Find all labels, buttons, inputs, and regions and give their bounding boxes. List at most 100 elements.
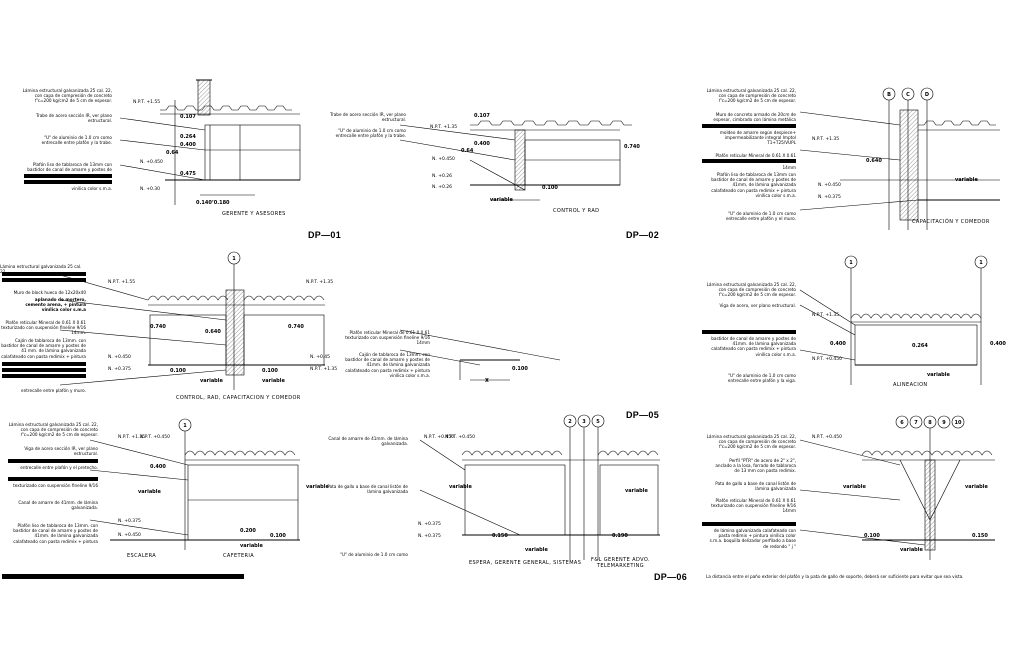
level-label: N. +0.450 <box>432 156 455 162</box>
axis-bubble-label: 2 <box>568 419 572 425</box>
redacted-bar <box>702 159 796 163</box>
axis-bubble-label: C <box>906 92 910 98</box>
note-9: Muro de concreto armado de 20cm de espes… <box>713 112 796 123</box>
level-label: N.P.T. +1.35 <box>812 312 839 318</box>
sheet-title-dp05: DP—05 <box>626 410 660 420</box>
note-16: Muro de block hueco de 12x20x40 <box>13 290 86 295</box>
axis-bubble-label: 9 <box>942 420 946 426</box>
level-label: N.P.T. +1.35 <box>118 434 145 440</box>
redacted-bar <box>8 477 98 481</box>
caption-gerente: GERENTE Y ASESORES <box>222 211 286 217</box>
redacted-bar <box>24 180 112 184</box>
dim-label: 0.400 <box>990 341 1006 347</box>
note-34: Pata de gallo a base de canal listón de … <box>327 484 408 495</box>
axis-bubble-label: 1 <box>849 260 853 266</box>
note-30: texturizado con suspensión fineline 9/16 <box>13 483 98 488</box>
dim-label: variable <box>449 484 472 490</box>
note-7: "U" de aluminio de 1.0 cm como entrecall… <box>335 128 406 139</box>
note-22: Cajón de tablaroca de 13mm. con bastidor… <box>345 352 430 378</box>
axis-bubble-label: 8 <box>928 420 932 426</box>
note-18: Plafón reticular Mineral de 0.61 X 0.61 … <box>1 320 86 336</box>
note-31: Canal de amarre de 41mm. de lámina galva… <box>18 500 98 511</box>
dim-label: variable <box>965 484 988 490</box>
level-label: N. +0.450 <box>140 159 163 165</box>
note-14: "U" de aluminio de 1.0 cm como entrecall… <box>725 211 796 222</box>
deck-profile <box>461 450 563 456</box>
dim-label: 0.100 <box>542 185 558 191</box>
dim-label: variable <box>900 547 923 553</box>
note-8: Lámina estructural galvanizada 25 cal. 2… <box>706 88 796 104</box>
dim-label: 0.640 <box>205 329 221 335</box>
dim-label: variable <box>306 484 329 490</box>
level-label: N.P.T. +0.450 <box>812 434 842 440</box>
detail-escalera <box>89 418 300 550</box>
dim-label: 0.190 <box>612 533 628 539</box>
note-41: La distancia entre el paño exterior del … <box>706 574 964 579</box>
level-label: N. +0.375 <box>108 366 131 372</box>
caption-fbl: F&L GERENTE ADVO. TELEMARKETING <box>591 557 650 569</box>
level-label: N.P.T. +1.35 <box>812 136 839 142</box>
note-37: Perfil "PTR" de acero de 2" x 2", anclad… <box>715 458 796 474</box>
level-label: N. +0.30 <box>140 186 160 192</box>
axis-bubble <box>909 415 923 429</box>
note-29: entrecalle entre plafón y el pretecho. <box>20 465 98 470</box>
note-13: Plafón liso de tablaroca de 13mm con bas… <box>711 172 796 198</box>
axis-bubble <box>895 415 909 429</box>
deck-profile <box>597 450 659 456</box>
dim-label: 0.264 <box>180 134 196 140</box>
caption-control-full: CONTROL, RAD, CAPACITACION Y COMEDOR <box>176 395 301 401</box>
detail-alineacion <box>799 255 988 385</box>
dim-label: variable <box>490 197 513 203</box>
sheet-title-dp01: DP—01 <box>308 230 342 240</box>
axis-bubble-label: D <box>925 92 929 98</box>
level-label: N. +0.26 <box>432 173 452 179</box>
caption-espera: ESPERA, GERENTE GENERAL, SISTEMAS <box>469 560 582 566</box>
dim-label: 0.100 <box>262 368 278 374</box>
note-28: Viga de acero sección IR, ver plano estr… <box>24 446 98 457</box>
dim-label: 0.640 <box>866 158 882 164</box>
note-26: "U" de aluminio de 1.0 cm como entrecall… <box>727 373 796 384</box>
detail-joint <box>399 329 561 381</box>
redacted-bar <box>8 459 98 463</box>
redacted-bar <box>2 272 86 276</box>
level-label: N.P.T. +1.55 <box>133 99 160 105</box>
dim-label: 0.64 <box>166 150 179 156</box>
note-2: Trabe de acero sección IR, ver plano est… <box>36 113 112 124</box>
note-38: Pata de gallo a base de canal listón de … <box>715 481 796 492</box>
note-23: Lámina estructural galvanizada 25 cal. 2… <box>706 282 796 298</box>
redacted-bar <box>2 362 86 366</box>
note-25: bastidor de canal de amarre y postes de … <box>711 336 796 357</box>
dim-label: 0.150 <box>972 533 988 539</box>
deck-profile <box>470 120 632 126</box>
note-33: Canal de amarre de 41mm. de lámina galva… <box>328 436 408 447</box>
note-6: Trabe de acero sección IR, ver plano est… <box>330 112 406 123</box>
ptr-column <box>924 459 936 551</box>
level-label: N.P.T. +1.55 <box>108 279 135 285</box>
redacted-bar <box>2 374 86 378</box>
redacted-bar <box>2 368 86 372</box>
note-12: 14mm <box>782 165 797 170</box>
dim-label: 0.400 <box>180 142 196 148</box>
note-1: Lámina estructural galvanizada 25 cal. 2… <box>22 88 112 104</box>
dim-label: 0.64 <box>461 148 474 154</box>
redacted-bar <box>2 278 86 282</box>
level-label: N. +0.375 <box>118 518 141 524</box>
dim-label: X <box>485 378 489 384</box>
axis-bubble <box>937 415 951 429</box>
caption-capacitacion: CAPACITACIÓN Y COMEDOR <box>912 219 990 225</box>
deck-profile <box>184 450 296 456</box>
dim-label: 0.100 <box>512 366 528 372</box>
dim-label: 0.100 <box>270 533 286 539</box>
detail-ptr <box>799 415 995 560</box>
deck-profile <box>160 105 292 111</box>
level-label: N. +0.450 <box>108 354 131 360</box>
deck-profile <box>243 295 325 301</box>
axis-bubble <box>951 415 965 429</box>
note-21: Plafón reticular Mineral de 0.61 X 0.61 … <box>345 330 430 346</box>
axis-bubble-label: 3 <box>582 419 586 425</box>
concrete-wall <box>899 109 919 221</box>
dim-label: variable <box>625 488 648 494</box>
level-label: N. +0.375 <box>418 533 441 539</box>
